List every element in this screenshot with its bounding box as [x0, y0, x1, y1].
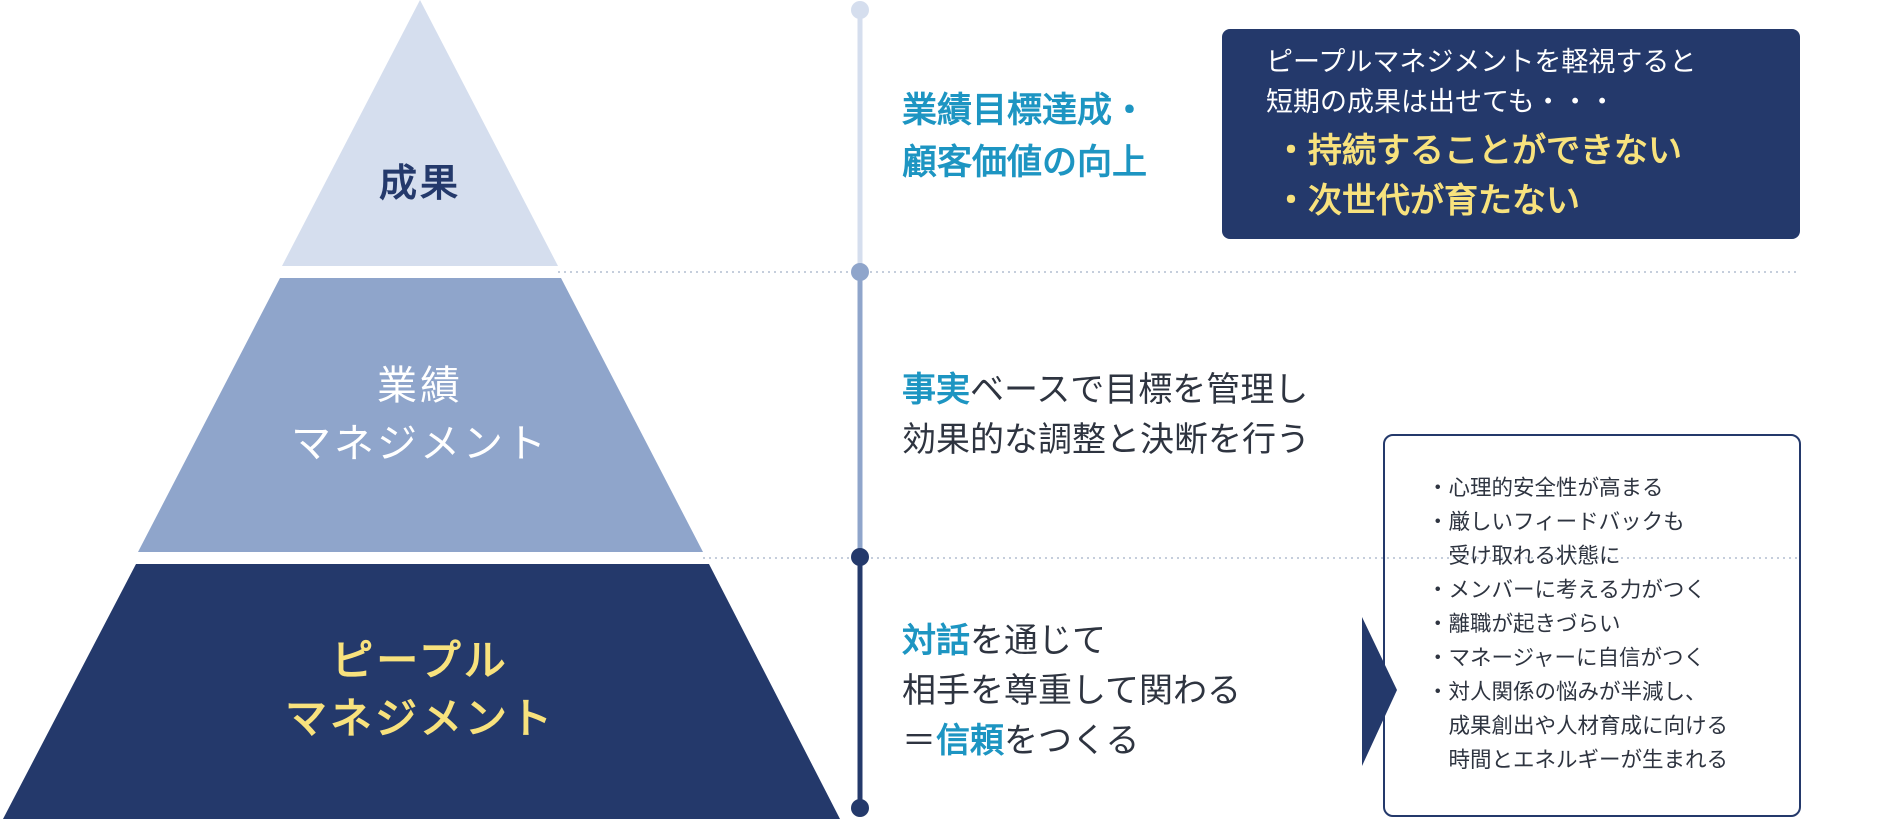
pyramid-tier-top: [282, 0, 558, 266]
description-bottom-line-1-rest: を通じて: [970, 621, 1106, 661]
description-top: 業績目標達成・ 顧客価値の向上: [902, 85, 1147, 189]
pyramid-label-top: 成果: [210, 154, 630, 212]
benefit-item: ・マネージャーに自信がつく: [1427, 646, 1705, 671]
timeline-dot-upper: [851, 263, 869, 281]
description-bottom-accent-1: 対話: [902, 621, 970, 661]
arrow-right-icon: [1362, 617, 1397, 766]
timeline-dot-bottom: [851, 799, 869, 817]
description-bottom: 対話を通じて 相手を尊重して関わる ＝信頼をつくる: [902, 616, 1241, 766]
description-bottom-line-3-prefix: ＝: [902, 721, 936, 761]
warning-intro-line-1: ピープルマネジメントを軽視すると: [1266, 47, 1697, 78]
timeline-dot-top: [851, 1, 869, 19]
benefit-item: ・メンバーに考える力がつく: [1427, 578, 1706, 603]
description-middle: 事実ベースで目標を管理し 効果的な調整と決断を行う: [902, 365, 1310, 465]
warning-bullet-1: ・持続することができない: [1274, 131, 1682, 171]
pyramid-label-middle-line-2: マネジメント: [291, 421, 549, 467]
pyramid-tier-middle: [138, 278, 703, 552]
description-middle-accent: 事実: [902, 370, 970, 410]
description-top-line-2: 顧客価値の向上: [902, 143, 1148, 183]
benefit-item: ・離職が起きづらい: [1427, 612, 1621, 637]
benefit-item: ・厳しいフィードバックも: [1427, 510, 1685, 535]
description-bottom-line-2: 相手を尊重して関わる: [902, 671, 1241, 711]
description-bottom-line-3: ＝信頼をつくる: [902, 716, 1241, 766]
description-top-line-1: 業績目標達成・: [902, 91, 1148, 131]
description-middle-line-2: 効果的な調整と決断を行う: [902, 420, 1310, 460]
pyramid-tier-bottom: [3, 564, 840, 819]
pyramid-label-middle: 業績 マネジメント: [210, 357, 630, 473]
benefit-item: 時間とエネルギーが生まれる: [1427, 748, 1729, 773]
warning-bullet-2: ・次世代が育たない: [1274, 181, 1580, 221]
pyramid-label-bottom-line-1: ピープル: [331, 636, 509, 685]
warning-intro-line-2: 短期の成果は出せても・・・: [1266, 87, 1616, 118]
benefit-item: 受け取れる状態に: [1427, 544, 1621, 569]
benefits-box: ・心理的安全性が高まる ・厳しいフィードバックも 受け取れる状態に ・メンバーに…: [1383, 434, 1801, 817]
warning-box: ピープルマネジメントを軽視すると 短期の成果は出せても・・・ ・持続することがで…: [1222, 29, 1800, 239]
benefit-item: ・心理的安全性が高まる: [1427, 476, 1664, 501]
description-bottom-accent-2: 信頼: [936, 721, 1004, 761]
pyramid-label-middle-line-1: 業績: [377, 363, 463, 409]
description-middle-line-1-rest: ベースで目標を管理し: [970, 370, 1309, 410]
pyramid-label-top-line: 成果: [378, 161, 461, 205]
pyramid-label-bottom: ピープル マネジメント: [210, 632, 630, 748]
timeline-dot-lower: [851, 548, 869, 566]
benefit-item: 成果創出や人材育成に向ける: [1427, 714, 1729, 739]
pyramid-label-bottom-line-2: マネジメント: [284, 694, 555, 743]
description-middle-line-1: 事実ベースで目標を管理し: [902, 365, 1310, 415]
description-bottom-line-3-rest: をつくる: [1004, 721, 1140, 761]
benefit-item: ・対人関係の悩みが半減し、: [1427, 680, 1707, 705]
description-bottom-line-1: 対話を通じて: [902, 616, 1241, 666]
